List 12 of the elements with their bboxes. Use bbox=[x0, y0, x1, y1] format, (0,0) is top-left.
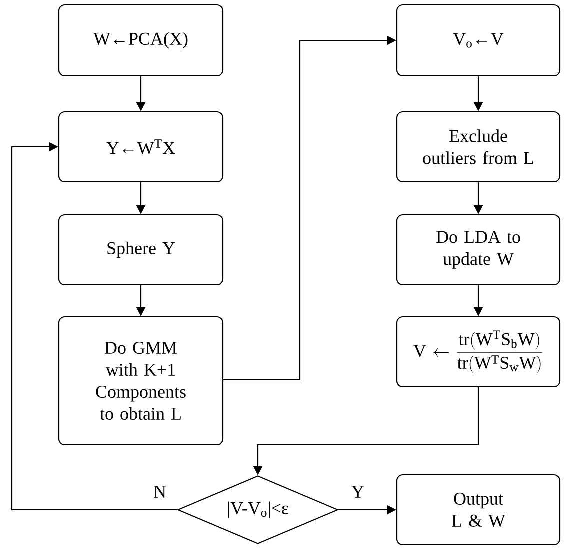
edge-label: Y bbox=[350, 485, 366, 499]
process-box: W←PCA(X) bbox=[58, 4, 224, 77]
process-box: V$_{o}$←V bbox=[396, 4, 561, 77]
process-box: Sphere Y bbox=[58, 214, 224, 286]
arrow bbox=[11, 142, 178, 511]
process-box: Output L & W bbox=[396, 474, 561, 546]
process-box: Exclude outliers from L bbox=[396, 111, 561, 183]
edge-label: N bbox=[152, 485, 168, 499]
process-box: Do LDA to update W bbox=[396, 214, 561, 286]
process-box: Do GMM with K+1 Components to obtain L bbox=[58, 316, 224, 446]
process-box: $\mathrm{V}\leftarrow\frac{\mathrm{tr(W^{T}S_{b}W)}}{\mathrm{tr(W^{T}S_{w}W)}}$ bbox=[396, 316, 561, 388]
process-box: Y←W$^{T}$X bbox=[58, 111, 224, 183]
